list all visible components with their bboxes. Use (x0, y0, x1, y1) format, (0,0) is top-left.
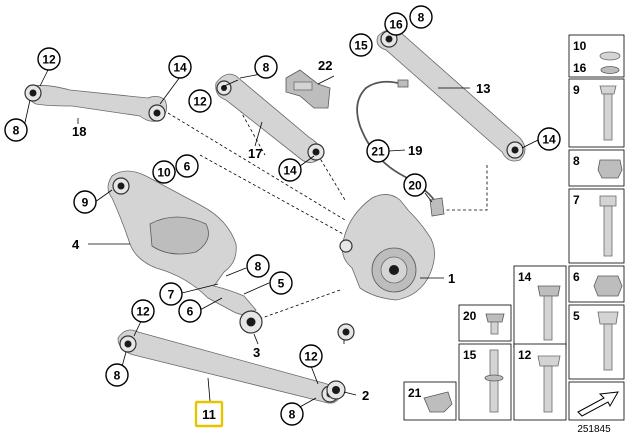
cell-label: 14 (518, 270, 532, 284)
bolt-icon (597, 311, 619, 325)
callout-14-right: 14 (537, 127, 561, 151)
cell-15 (458, 343, 512, 421)
callout-12-top-left: 12 (37, 47, 61, 71)
callout-8-arm17: 8 (254, 55, 278, 79)
label-17: 17 (248, 146, 262, 161)
callout-label: 10 (157, 166, 171, 180)
bolt-icon (599, 195, 617, 207)
callout-label: 15 (354, 39, 368, 53)
label-11: 11 (202, 407, 216, 422)
wheel-carrier-1 (339, 194, 435, 301)
callout-label: 20 (408, 179, 422, 193)
callout-8-wishbone: 8 (246, 254, 270, 278)
callout-8-arm11-right: 8 (280, 402, 304, 426)
cell-label: 21 (408, 386, 422, 400)
washer-icon (599, 51, 621, 61)
cell-label: 5 (573, 309, 580, 323)
arrow-icon (577, 391, 619, 417)
nut-icon (597, 159, 623, 179)
nut-icon (593, 275, 623, 297)
callout-9-wishbone: 9 (73, 190, 97, 214)
callout-label: 12 (304, 350, 318, 364)
cell-label: 10 (573, 39, 587, 53)
control-arm-13 (376, 29, 526, 162)
callout-label: 8 (114, 369, 121, 383)
bolt-icon (537, 285, 561, 297)
cell-5 (568, 304, 625, 380)
bolt-icon (599, 85, 617, 95)
callout-14-arm17: 14 (278, 158, 302, 182)
bolt-icon (485, 313, 505, 323)
cell-label: 15 (463, 348, 477, 362)
callout-12-arm17: 12 (188, 89, 212, 113)
callout-label: 16 (389, 18, 403, 32)
cell-label: 8 (573, 154, 580, 168)
washer-icon (600, 66, 620, 74)
cell-label: 20 (463, 309, 477, 323)
callout-label: 8 (13, 124, 20, 138)
callout-label: 7 (168, 288, 175, 302)
control-arm-18 (24, 84, 168, 122)
callout-15-top: 15 (349, 33, 373, 57)
callout-label: 14 (542, 133, 556, 147)
label-2: 2 (362, 388, 369, 403)
cell-arrow (568, 381, 625, 421)
callout-6-wishbone-bottom: 6 (178, 299, 202, 323)
callout-7-wishbone: 7 (159, 282, 183, 306)
cell-label: 7 (573, 193, 580, 207)
bush-lower-carrier (337, 323, 355, 341)
bolt-icon (537, 355, 561, 367)
callout-label: 6 (187, 305, 194, 319)
callout-label: 12 (42, 53, 56, 67)
cell-14 (513, 265, 567, 349)
callout-label: 8 (418, 11, 425, 25)
diagram-number: 251845 (577, 424, 611, 435)
label-3: 3 (253, 345, 260, 360)
clip-icon (423, 391, 453, 413)
label-13: 13 (476, 81, 490, 96)
cell-20 (458, 304, 512, 342)
label-19: 19 (408, 143, 422, 158)
cell-label: 9 (573, 83, 580, 97)
cell-7 (568, 188, 625, 264)
callout-label: 8 (255, 260, 262, 274)
callout-label: 6 (184, 160, 191, 174)
callout-label: 14 (283, 164, 297, 178)
callout-label: 12 (136, 305, 150, 319)
callout-16-top: 16 (384, 12, 408, 36)
bush-2 (326, 380, 346, 400)
highlighted-label-11[interactable]: 11 (194, 400, 224, 428)
callout-label: 12 (193, 95, 207, 109)
bracket-22 (285, 69, 331, 109)
label-4: 4 (72, 237, 80, 252)
callout-12-arm11-right: 12 (299, 344, 323, 368)
hardware-catalog: 10 16 9 8 7 6 5 14 12 (403, 34, 625, 421)
callout-label: 5 (278, 277, 285, 291)
label-22: 22 (318, 58, 332, 73)
callout-8-top: 8 (409, 5, 433, 29)
cell-label: 6 (573, 270, 580, 284)
control-arm-17 (215, 73, 325, 163)
callout-10-wishbone: 10 (152, 160, 176, 184)
callout-6-wishbone-top: 6 (175, 154, 199, 178)
dashed-leaders (167, 109, 488, 319)
callout-8-arm11-left: 8 (105, 363, 129, 387)
callout-20-cable: 20 (403, 173, 427, 197)
callout-5-wishbone: 5 (269, 271, 293, 295)
callout-21-cable: 21 (366, 139, 390, 163)
callout-12-arm11-left: 12 (131, 299, 155, 323)
callout-label: 8 (263, 61, 270, 75)
callout-14-top-left: 14 (168, 55, 192, 79)
label-1: 1 (448, 271, 455, 286)
wishbone-4 (107, 170, 263, 334)
cell-label: 12 (518, 348, 532, 362)
label-18: 18 (72, 124, 86, 139)
callout-label: 8 (289, 408, 296, 422)
callout-8-top-left: 8 (4, 118, 28, 142)
callout-label: 9 (82, 196, 89, 210)
callout-label: 14 (173, 61, 187, 75)
cell-label: 16 (573, 61, 587, 75)
callout-label: 21 (371, 145, 385, 159)
